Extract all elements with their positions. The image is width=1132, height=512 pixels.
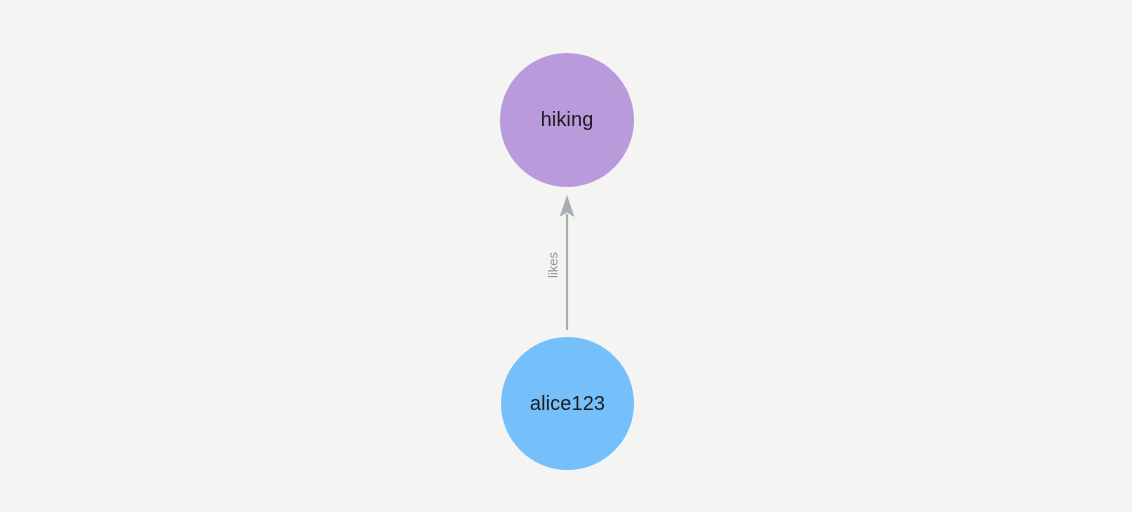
graph-node-alice123[interactable]: alice123 xyxy=(501,337,634,470)
arrowhead-icon xyxy=(559,195,575,217)
edge-label-likes: likes xyxy=(545,251,561,279)
node-label-hiking: hiking xyxy=(540,109,594,131)
node-label-alice123: alice123 xyxy=(529,392,606,415)
graph-node-hiking[interactable]: hiking xyxy=(500,53,634,187)
edge-likes[interactable] xyxy=(559,195,575,330)
